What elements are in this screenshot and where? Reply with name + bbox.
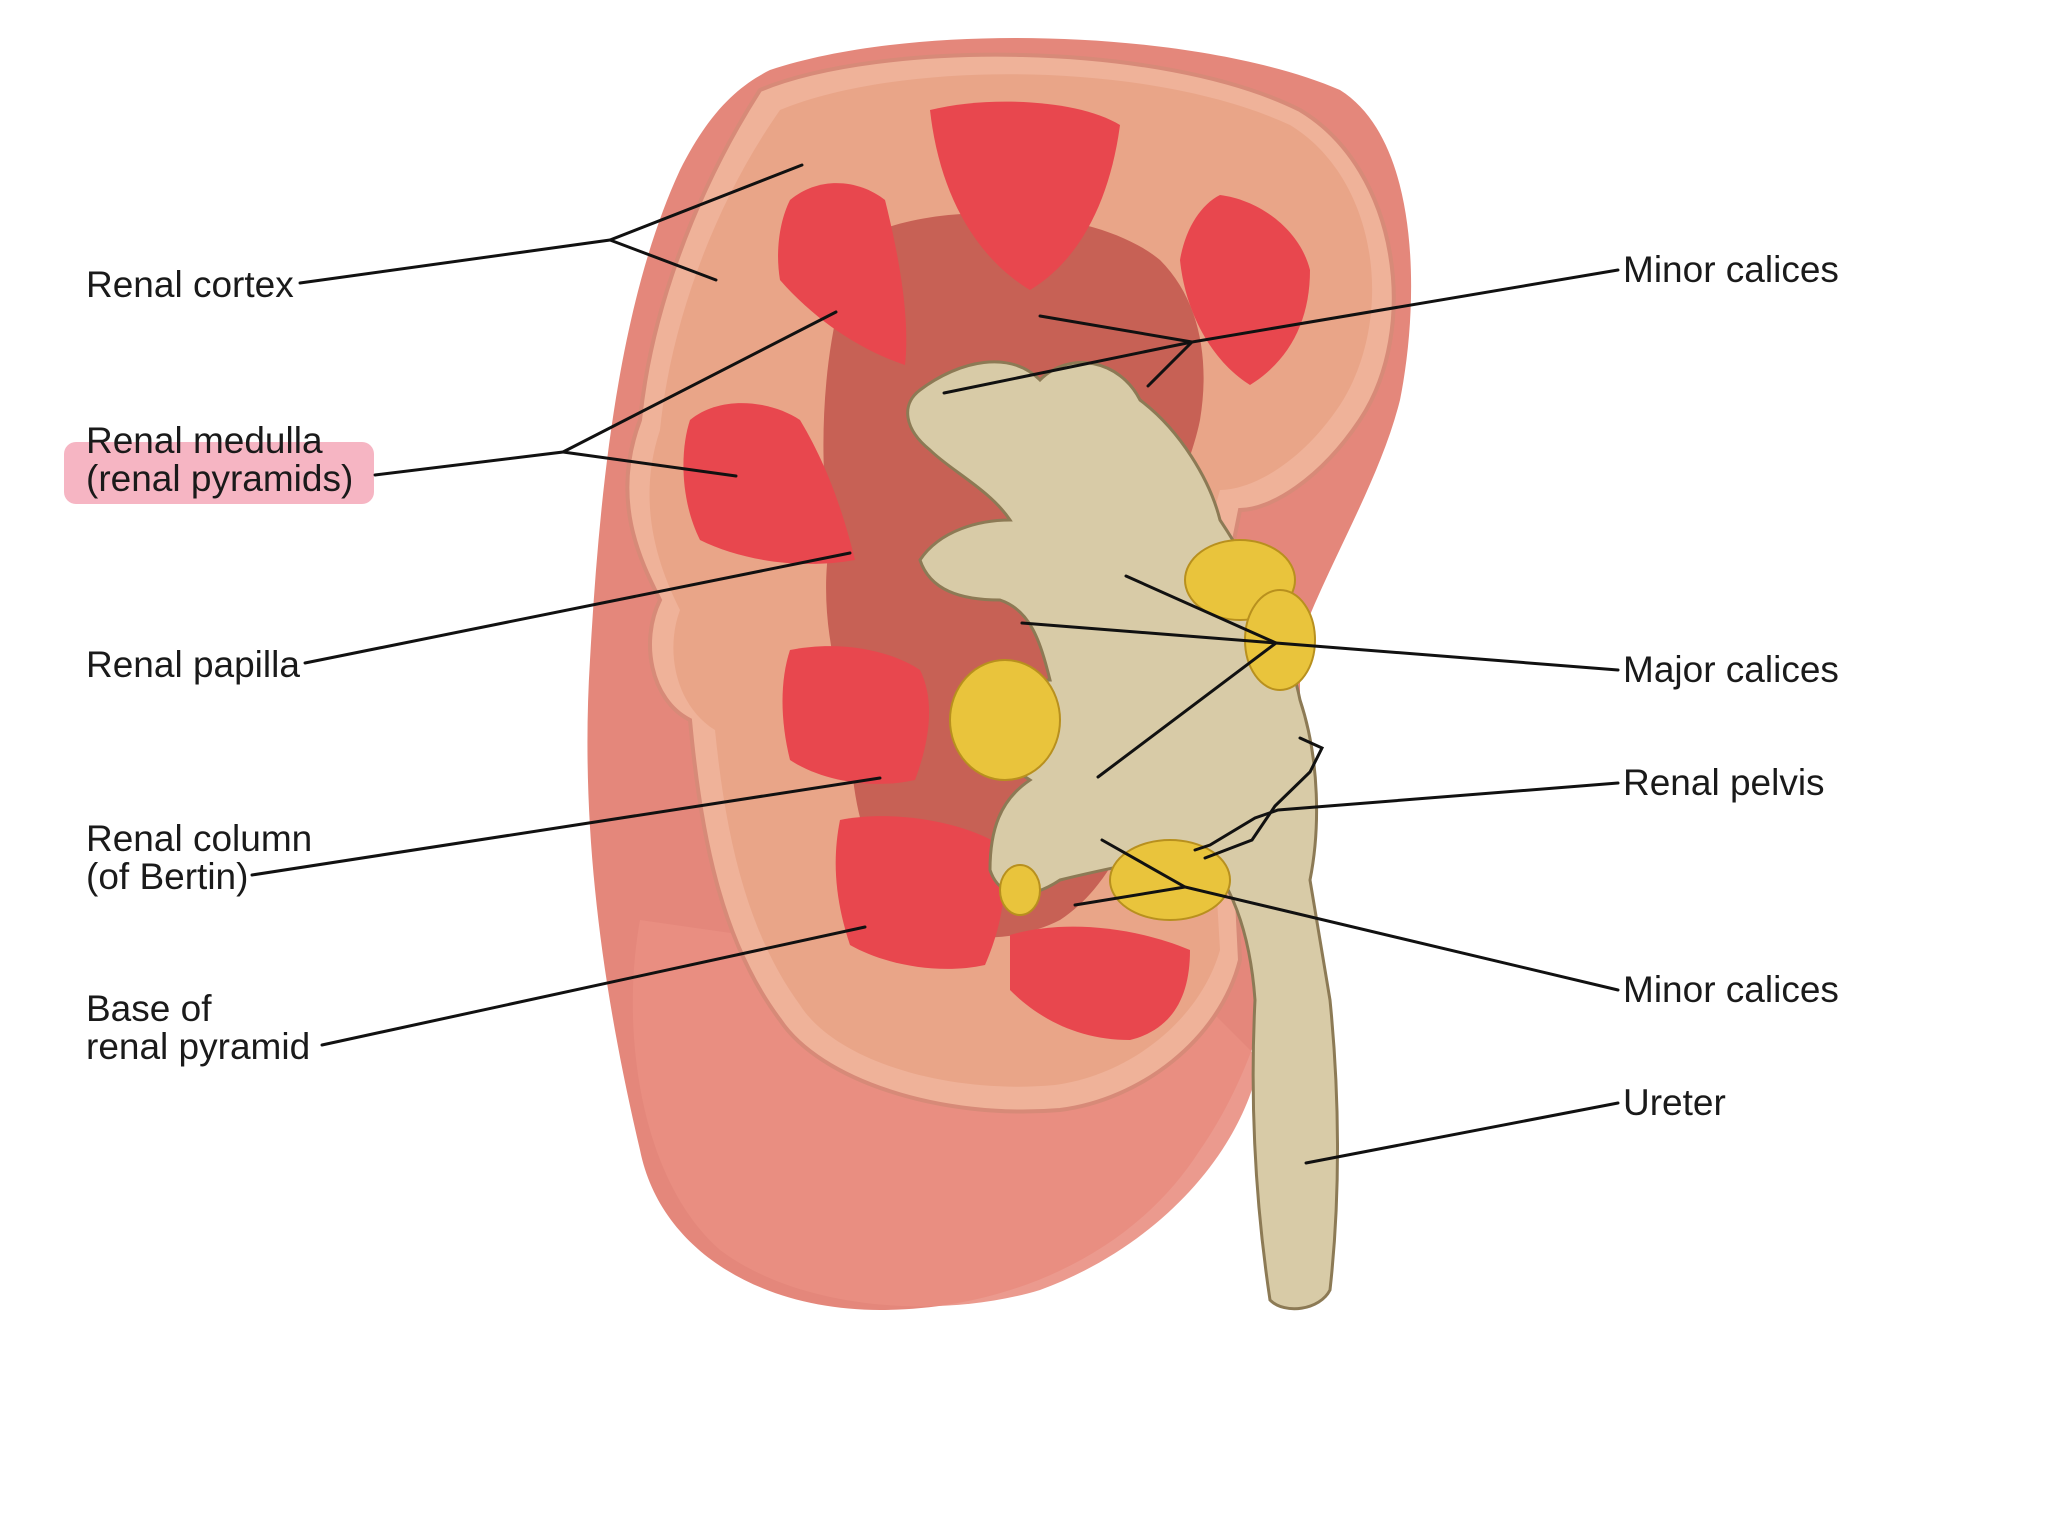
- label-renal-pelvis: Renal pelvis: [1623, 762, 1825, 803]
- leader-major-calices-c: [1096, 641, 1278, 779]
- label-minor-calices-lower: Minor calices: [1623, 969, 1839, 1010]
- leader-renal-column: [250, 776, 882, 877]
- pyramid-top: [930, 101, 1120, 290]
- leader-base-renal-pyramid: [320, 925, 867, 1047]
- label-renal-pyramid: renal pyramid: [86, 1026, 310, 1067]
- pyramid-mid-left: [683, 403, 855, 564]
- label-renal-cortex: Renal cortex: [86, 264, 294, 305]
- label-highlight: [64, 442, 374, 504]
- leader-minor-calices-lower-b: [1073, 885, 1187, 907]
- leader-minor-calices-upper-b: [942, 340, 1194, 395]
- pyramid-bottom-left: [835, 816, 1005, 969]
- label-of-bertin: (of Bertin): [86, 856, 248, 897]
- fat-5: [999, 864, 1041, 916]
- pyramid-bottom: [1010, 926, 1190, 1040]
- pyramid-lower-left: [782, 646, 930, 784]
- leader-lines: [250, 163, 1620, 1165]
- label-renal-papilla: Renal papilla: [86, 644, 300, 685]
- pyramid-upper-left: [778, 183, 907, 365]
- leader-renal-pelvis: [1193, 781, 1620, 852]
- label-major-calices: Major calices: [1623, 649, 1839, 690]
- leader-ureter: [1304, 1101, 1620, 1165]
- label-renal-medulla: Renal medulla: [86, 420, 323, 461]
- leader-major-calices-b: [1020, 621, 1278, 645]
- leader-renal-papilla: [303, 551, 852, 665]
- label-base-of: Base of: [86, 988, 212, 1029]
- leader-renal-cortex-b: [608, 238, 718, 282]
- renal-pyramids: [683, 101, 1310, 1040]
- label-minor-calices-upper: Minor calices: [1623, 249, 1839, 290]
- label-renal-column: Renal column: [86, 818, 312, 859]
- label-renal-pyramids: (renal pyramids): [86, 458, 353, 499]
- leader-renal-medulla-b: [561, 450, 738, 478]
- label-ureter: Ureter: [1623, 1082, 1726, 1123]
- leader-minor-calices-upper-c: [1038, 314, 1194, 344]
- fat-1: [949, 659, 1061, 781]
- leader-renal-pelvis-brace: [1203, 736, 1325, 860]
